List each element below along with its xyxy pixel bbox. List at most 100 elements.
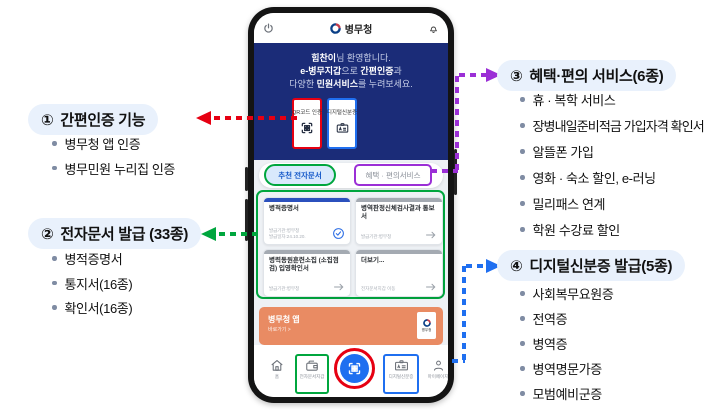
bullet-icon [520, 175, 525, 180]
nav-home-label: 홈 [274, 374, 280, 379]
connector-line-3a [431, 169, 458, 173]
callout-1-title-pill: ① 간편인증 기능 [28, 104, 159, 135]
callout-4-number: ④ [510, 257, 523, 275]
qr-code-icon [300, 121, 314, 135]
nav-mypage-label: 마이페이지 [427, 374, 448, 379]
connector-arrow-2 [201, 227, 216, 241]
volume-down-button [245, 199, 248, 241]
phone-mockup: 병무청 힘찬이님 환영합니다. e-병무지갑으로 간편인증과 다양한 민원서비스… [245, 7, 457, 403]
qr-auth-card[interactable]: QR코드 인증 [292, 98, 322, 149]
bullet-icon [52, 141, 57, 146]
card-top-bar [264, 198, 350, 202]
nav-document-wallet-label: 전자문서지갑 [299, 374, 325, 379]
doc-card-physical-exam[interactable]: 병역판정신체검사결과 통보서 발급기관:병무청 [355, 197, 443, 245]
app-brand: 병무청 [329, 21, 372, 36]
callout-3-list: 휴 · 복학 서비스 장병내일준비적금 가입자격 확인서 알뜰폰 가입 영화 ·… [520, 90, 705, 239]
power-icon[interactable] [263, 23, 274, 34]
bottom-nav: 홈 전자문서지갑 [254, 345, 448, 397]
list-item: 알뜰폰 가입 [532, 145, 594, 160]
nav-qr-button[interactable] [340, 354, 369, 383]
bullet-icon [520, 291, 525, 296]
tab-bar: 추천 전자문서 혜택 · 편의서비스 [259, 163, 443, 188]
tab-benefit-services[interactable]: 혜택 · 편의서비스 [354, 164, 432, 186]
bullet-icon [520, 149, 525, 154]
phone-screen: 병무청 힘찬이님 환영합니다. e-병무지갑으로 간편인증과 다양한 민원서비스… [254, 13, 448, 397]
bullet-icon [52, 280, 57, 286]
connector-line-2 [219, 232, 261, 236]
callout-3-title: 혜택·편의 서비스(6종) [529, 68, 664, 85]
arrow-right-icon [425, 282, 437, 292]
callout-1-number: ① [41, 111, 54, 129]
list-item: 확인서(16종) [64, 301, 133, 316]
callout-4-title-pill: ④ 디지털신분증 발급(5종) [497, 250, 686, 281]
check-circle-icon [332, 227, 345, 240]
bullet-icon [520, 341, 525, 346]
app-promo-banner[interactable]: 병무청 앱 바로가기 > 병무청 [259, 307, 443, 345]
bell-icon[interactable] [428, 23, 439, 34]
nav-digital-id-highlight-box [383, 354, 419, 394]
nav-wallet-highlight-box [295, 354, 329, 394]
connector-arrow-1 [196, 111, 211, 125]
arrow-right-icon [425, 230, 437, 240]
doc-card-mobilization[interactable]: 병력동원훈련소집 (소집점검) 입영확인서 발급기관:병무청 [263, 249, 351, 297]
nav-home[interactable]: 홈 [260, 359, 294, 380]
doc-card-title: 병적증명서 [269, 205, 299, 212]
callout-2-list: 병적증명서 통지서(16종) 확인서(16종) [52, 249, 133, 317]
connector-line-4c [466, 264, 486, 268]
app-promo-tile-label: 병무청 [421, 327, 432, 332]
doc-card-meta: 발급기관:병무청 [361, 234, 392, 239]
tab-benefit-services-label: 혜택 · 편의서비스 [365, 170, 421, 180]
list-item: 밀리패스 연계 [532, 197, 606, 212]
app-promo-title: 병무청 앱 [268, 315, 300, 324]
arrow-right-icon [333, 282, 345, 292]
app-header: 병무청 [254, 13, 448, 43]
doc-card-more[interactable]: 더보기... 전자문서지갑 이동 [355, 249, 443, 297]
bullet-icon [52, 165, 57, 171]
callout-2-number: ② [41, 225, 54, 243]
nav-mypage[interactable]: 마이페이지 [421, 359, 448, 380]
nav-qr-highlight-ring [334, 348, 375, 389]
callout-4-title: 디지털신분증 발급(5종) [529, 258, 673, 275]
callout-1-list: 병무청 앱 인증 병무민원 누리집 인증 [52, 134, 175, 178]
nav-digital-id-label: 디지털신분증 [388, 374, 414, 379]
bullet-icon [520, 391, 525, 396]
connector-line-1 [214, 116, 298, 120]
app-promo-tile: 병무청 [417, 312, 436, 339]
welcome-text: 힘찬이님 환영합니다. e-병무지갑으로 간편인증과 다양한 민원서비스를 누려… [289, 53, 413, 89]
volume-up-button [245, 167, 248, 191]
digital-id-card[interactable]: 디지털신분증 [327, 98, 357, 149]
bullet-icon [520, 227, 525, 232]
doc-card-title: 병력동원훈련소집 (소집점검) 입영확인서 [269, 257, 339, 272]
tab-recommended-docs-label: 추천 전자문서 [278, 170, 322, 180]
app-promo-cta[interactable]: 바로가기 > [268, 327, 291, 333]
wallet-icon [306, 360, 318, 371]
nav-document-wallet[interactable]: 전자문서지갑 [295, 359, 329, 380]
doc-card-title: 병역판정신체검사결과 통보서 [361, 205, 435, 220]
digital-id-label: 디지털신분증 [326, 110, 358, 116]
connector-line-4b [462, 266, 466, 361]
callout-2-title: 전자문서 발급 (33종) [60, 226, 189, 243]
bullet-icon [520, 123, 525, 128]
callout-3-title-pill: ③ 혜택·편의 서비스(6종) [497, 60, 677, 91]
gov-logo-icon [422, 318, 431, 327]
list-item: 휴 · 복학 서비스 [532, 93, 616, 108]
bullet-icon [520, 316, 525, 321]
callout-2-title-pill: ② 전자문서 발급 (33종) [28, 218, 202, 249]
bullet-icon [52, 305, 57, 310]
connector-line-3b [455, 76, 459, 171]
list-item: 병역명문가증 [532, 362, 603, 377]
card-top-bar [356, 198, 442, 202]
card-top-bar [356, 250, 442, 254]
nav-digital-id[interactable]: 디지털신분증 [384, 359, 418, 380]
gov-logo-icon [329, 22, 341, 34]
list-item: 병역증 [532, 337, 568, 352]
id-card-icon [335, 121, 350, 135]
tab-recommended-docs[interactable]: 추천 전자문서 [264, 164, 336, 186]
callout-3-number: ③ [510, 67, 523, 85]
qr-auth-label: QR코드 인증 [291, 110, 323, 116]
list-item: 통지서(16종) [64, 276, 133, 292]
card-top-bar [264, 250, 350, 254]
callout-1-title: 간편인증 기능 [60, 112, 146, 129]
